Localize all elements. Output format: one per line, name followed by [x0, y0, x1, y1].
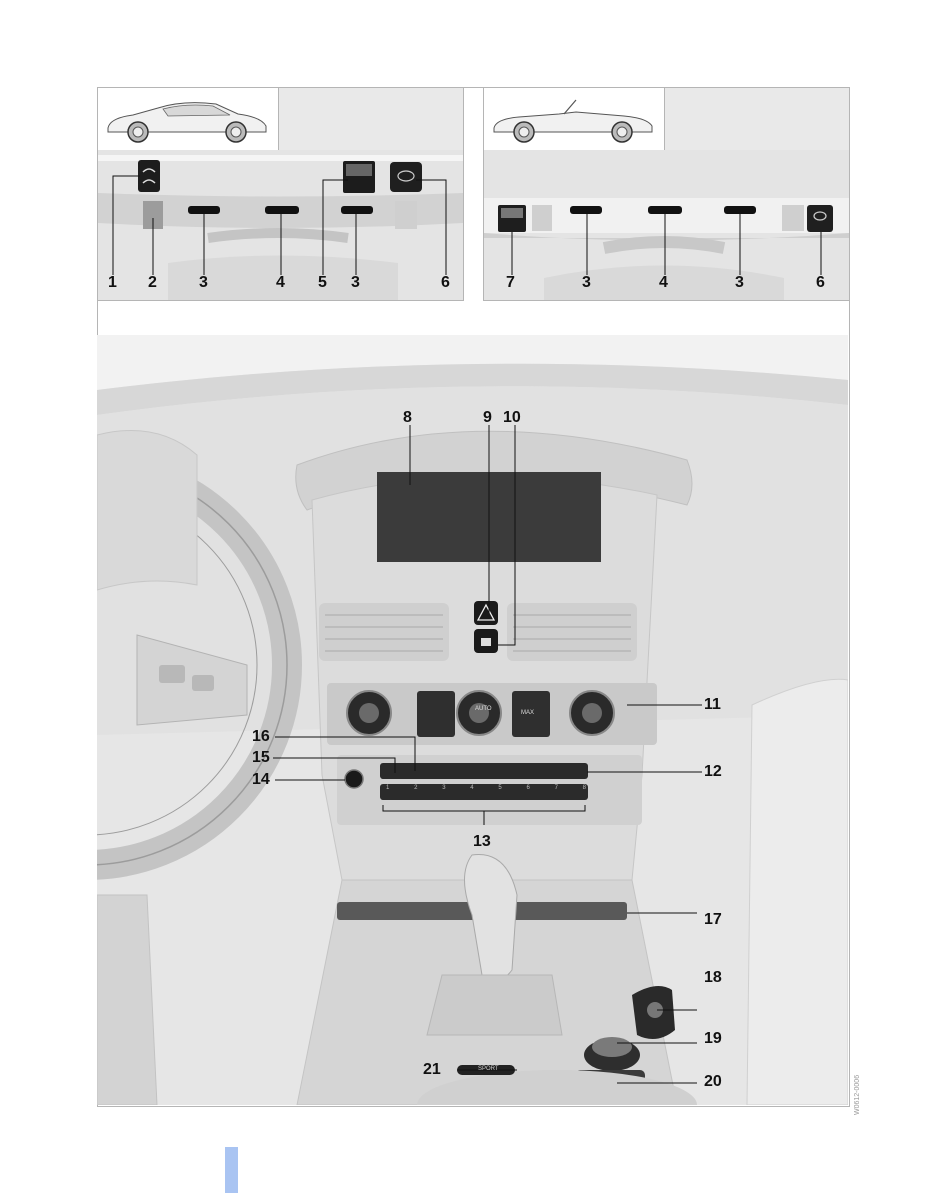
- callout-4: 4: [276, 275, 285, 291]
- max-button-label: MAX: [521, 710, 534, 716]
- callout-12: 12: [704, 764, 722, 780]
- page-marker: [225, 1147, 238, 1193]
- coupe-headliner-diagram: [98, 88, 463, 300]
- preset-key-2: 2: [414, 785, 417, 791]
- coupe-overview-panel: 1 2 3 4 5 3 6: [97, 87, 464, 301]
- callout-13: 13: [473, 834, 491, 850]
- on-off-volume-knob-icon: [345, 770, 363, 788]
- figure-code: W0612-0006: [852, 1035, 866, 1115]
- preset-key-6: 6: [526, 785, 529, 791]
- reading-lamp-left-icon: [570, 206, 602, 214]
- reading-lamp-right-icon: [341, 206, 373, 214]
- sport-button-label: SPORT: [478, 1066, 499, 1072]
- callout-15: 15: [252, 750, 270, 766]
- callout-4: 4: [659, 275, 668, 291]
- callout-6: 6: [816, 275, 825, 291]
- callout-20: 20: [704, 1074, 722, 1090]
- callout-5: 5: [318, 275, 327, 291]
- figure-code-text: W0612-0006: [854, 1075, 861, 1115]
- callout-3: 3: [351, 275, 360, 291]
- preset-key-5: 5: [498, 785, 501, 791]
- interior-lamp-icon: [265, 206, 299, 214]
- callout-16: 16: [252, 729, 270, 745]
- callout-21: 21: [423, 1062, 441, 1078]
- cockpit-diagram: [97, 335, 848, 1105]
- preset-key-7: 7: [555, 785, 558, 791]
- callout-10: 10: [503, 410, 521, 426]
- callout-2: 2: [148, 275, 157, 291]
- callout-14: 14: [252, 772, 270, 788]
- callout-9: 9: [483, 410, 492, 426]
- cd-slot-icon: [380, 763, 588, 779]
- callout-3: 3: [735, 275, 744, 291]
- preset-key-1: 1: [386, 785, 389, 791]
- preset-key-3: 3: [442, 785, 445, 791]
- roof-switch-icon: [138, 160, 160, 192]
- callout-3: 3: [199, 275, 208, 291]
- callout-3: 3: [582, 275, 591, 291]
- callout-8: 8: [403, 410, 412, 426]
- callout-18: 18: [704, 970, 722, 986]
- callout-7: 7: [506, 275, 515, 291]
- preset-key-4: 4: [470, 785, 473, 791]
- convertible-overview-panel: 7 3 4 3 6: [483, 87, 850, 301]
- callout-11: 11: [704, 697, 721, 713]
- auto-button-label: AUTO: [475, 706, 492, 712]
- light-switch-icon: [390, 162, 422, 192]
- callout-1: 1: [108, 275, 117, 291]
- callout-19: 19: [704, 1031, 722, 1047]
- preset-key-8: 8: [583, 785, 586, 791]
- callout-17: 17: [704, 912, 722, 928]
- radio-preset-keys: 1 2 3 4 5 6 7 8: [386, 785, 586, 791]
- callout-6: 6: [441, 275, 450, 291]
- light-switch-icon: [807, 205, 833, 232]
- convertible-headliner-diagram: [484, 88, 849, 300]
